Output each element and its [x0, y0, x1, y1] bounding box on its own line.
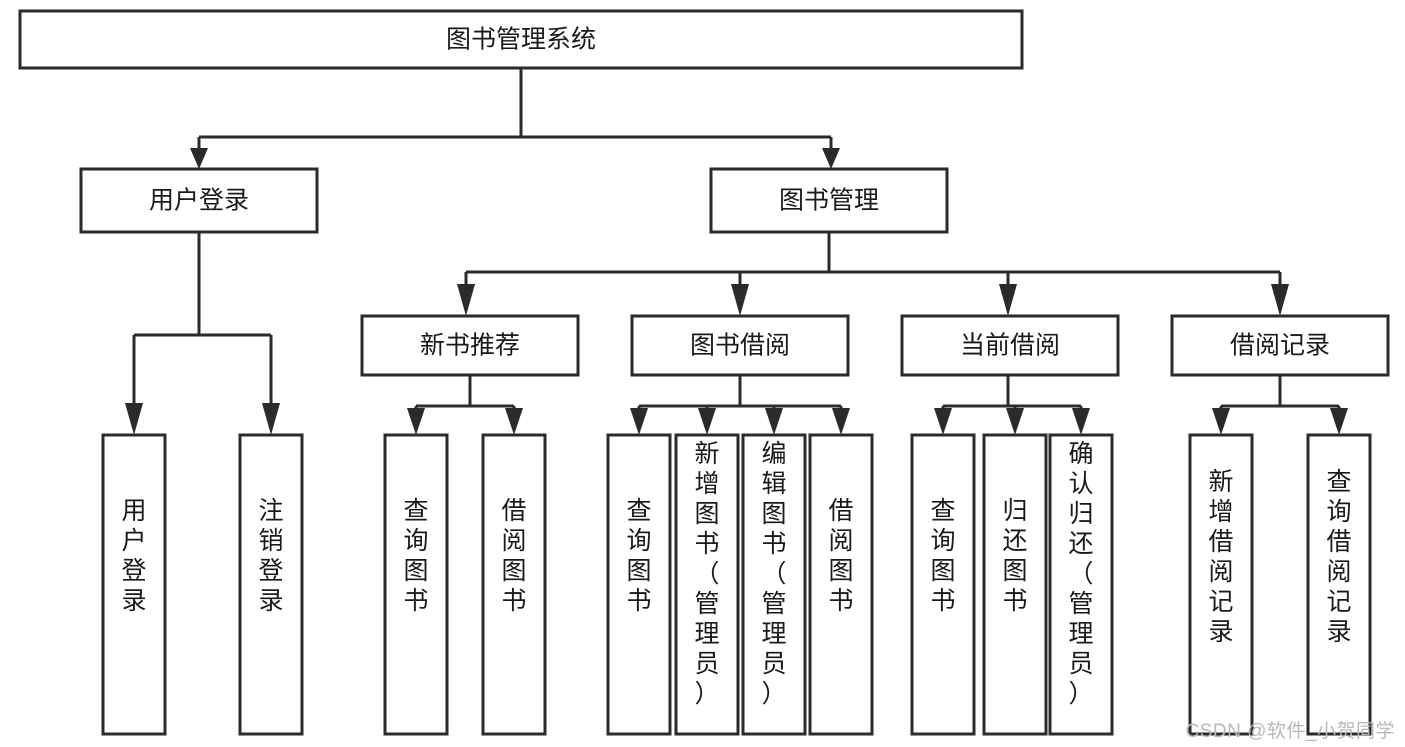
- leaf-edit-book-admin-box[interactable]: [741, 433, 807, 736]
- arrowhead-borrow-to-leaf3: [765, 408, 783, 435]
- arrowhead-record-to-leaf1: [1212, 408, 1230, 435]
- leaf-borrow-book-newbook-label: 借阅图书: [501, 497, 526, 615]
- arrowhead-bookmgmt-to-current: [999, 284, 1017, 316]
- leaf-user-login[interactable]: 用户登录: [101, 433, 167, 736]
- leaf-query-book-borrow[interactable]: 查询图书: [606, 433, 672, 736]
- node-book-management-box[interactable]: [709, 167, 949, 234]
- node-current-borrow[interactable]: 当前借阅: [900, 314, 1120, 377]
- leaf-add-book-admin-box[interactable]: [674, 433, 740, 736]
- arrowhead-borrow-to-leaf4: [832, 408, 850, 435]
- node-new-book-recommend[interactable]: 新书推荐: [360, 314, 580, 377]
- node-book-borrow-label: 图书借阅: [690, 332, 790, 360]
- arrowhead-current-to-leaf2: [1006, 408, 1024, 435]
- node-book-management-label: 图书管理: [779, 187, 879, 215]
- arrowhead-current-to-leaf1: [934, 408, 952, 435]
- node-root[interactable]: 图书管理系统: [18, 9, 1024, 70]
- leaf-borrow-book-borrow-label: 借阅图书: [828, 497, 853, 615]
- arrowhead-root-to-user-login: [190, 148, 208, 169]
- leaf-add-book-admin[interactable]: 新增图书（管理员）: [674, 433, 740, 736]
- leaf-query-book-newbook-label: 查询图书: [403, 497, 428, 615]
- node-current-borrow-box[interactable]: [900, 314, 1120, 377]
- node-current-borrow-label: 当前借阅: [960, 332, 1060, 360]
- leaf-logout-box[interactable]: [238, 433, 304, 736]
- node-user-login-label: 用户登录: [149, 187, 249, 215]
- arrowhead-current-to-leaf3: [1072, 408, 1090, 435]
- leaf-confirm-return-admin-box[interactable]: [1048, 433, 1114, 736]
- arrowhead-bookmgmt-to-borrow: [731, 284, 749, 316]
- leaf-query-book-borrow-box[interactable]: [606, 433, 672, 736]
- node-new-book-recommend-label: 新书推荐: [420, 332, 520, 360]
- leaf-confirm-return-admin[interactable]: 确认归还（管理员）: [1048, 433, 1114, 736]
- leaf-add-borrow-record[interactable]: 新增借阅记录: [1188, 433, 1254, 736]
- leaf-query-book-current[interactable]: 查询图书: [910, 433, 976, 736]
- node-borrow-record[interactable]: 借阅记录: [1170, 314, 1390, 377]
- leaf-add-borrow-record-box[interactable]: [1188, 433, 1254, 736]
- leaf-query-book-newbook-box[interactable]: [383, 433, 449, 736]
- arrowhead-bookmgmt-to-newbook: [457, 284, 475, 316]
- arrowhead-userlogin-to-leaf2: [262, 403, 280, 435]
- leaf-query-borrow-record[interactable]: 查询借阅记录: [1306, 433, 1372, 736]
- leaf-return-book-label: 归还图书: [1002, 497, 1027, 615]
- leaf-query-borrow-record-label: 查询借阅记录: [1326, 468, 1351, 646]
- node-user-login-box[interactable]: [79, 167, 319, 234]
- leaf-add-book-admin-label: 新增图书（管理员）: [694, 440, 719, 708]
- arrowhead-record-to-leaf2: [1330, 408, 1348, 435]
- leaf-query-book-current-box[interactable]: [910, 433, 976, 736]
- arrowhead-borrow-to-leaf2: [698, 408, 716, 435]
- leaf-add-borrow-record-label: 新增借阅记录: [1208, 468, 1233, 646]
- leaf-return-book-box[interactable]: [982, 433, 1048, 736]
- arrowhead-root-to-book-mgmt: [822, 148, 840, 169]
- leaf-user-login-label: 用户登录: [121, 497, 146, 615]
- node-root-box[interactable]: [18, 9, 1024, 70]
- arrowhead-newbook-to-leaf2: [505, 408, 523, 435]
- leaf-borrow-book-newbook-box[interactable]: [481, 433, 547, 736]
- leaf-edit-book-admin-label: 编辑图书（管理员）: [761, 440, 786, 708]
- watermark-label: CSDN @软件_小贺同学: [1185, 721, 1395, 742]
- leaf-query-book-current-label: 查询图书: [930, 497, 955, 615]
- leaf-query-borrow-record-box[interactable]: [1306, 433, 1372, 736]
- leaf-edit-book-admin[interactable]: 编辑图书（管理员）: [741, 433, 807, 736]
- node-borrow-record-box[interactable]: [1170, 314, 1390, 377]
- connector-layer: [125, 68, 1348, 435]
- node-book-management[interactable]: 图书管理: [709, 167, 949, 234]
- node-root-label: 图书管理系统: [446, 26, 596, 54]
- arrowhead-userlogin-to-leaf1: [125, 403, 143, 435]
- leaf-borrow-book-borrow[interactable]: 借阅图书: [808, 433, 874, 736]
- leaf-borrow-book-newbook[interactable]: 借阅图书: [481, 433, 547, 736]
- node-user-login[interactable]: 用户登录: [79, 167, 319, 234]
- arrowhead-newbook-to-leaf1: [407, 408, 425, 435]
- arrowhead-bookmgmt-to-record: [1271, 284, 1289, 316]
- node-book-borrow-box[interactable]: [630, 314, 850, 377]
- node-borrow-record-label: 借阅记录: [1230, 332, 1330, 360]
- leaf-query-book-borrow-label: 查询图书: [626, 497, 651, 615]
- leaf-confirm-return-admin-label: 确认归还（管理员）: [1068, 440, 1093, 708]
- leaf-user-login-box[interactable]: [101, 433, 167, 736]
- leaf-borrow-book-borrow-box[interactable]: [808, 433, 874, 736]
- node-new-book-recommend-box[interactable]: [360, 314, 580, 377]
- leaf-logout[interactable]: 注销登录: [238, 433, 304, 736]
- leaf-logout-label: 注销登录: [258, 497, 283, 615]
- arrowhead-borrow-to-leaf1: [630, 408, 648, 435]
- leaf-query-book-newbook[interactable]: 查询图书: [383, 433, 449, 736]
- node-book-borrow[interactable]: 图书借阅: [630, 314, 850, 377]
- leaf-return-book[interactable]: 归还图书: [982, 433, 1048, 736]
